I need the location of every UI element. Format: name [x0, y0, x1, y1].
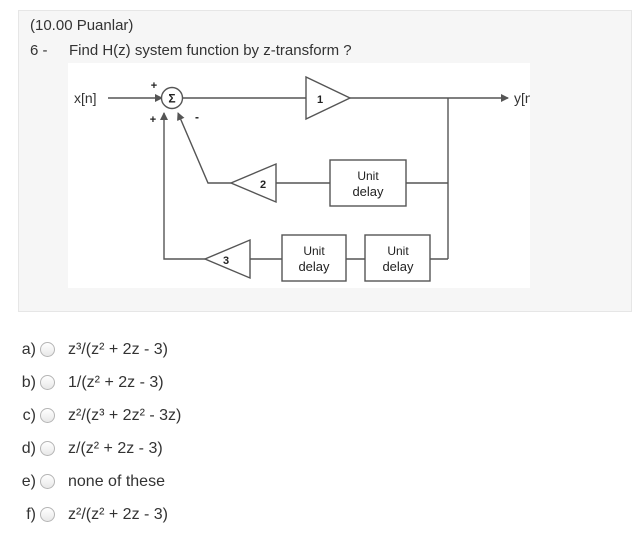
output-label: y[n] [514, 90, 530, 106]
choice-label[interactable]: z²/(z² + 2z - 3) [68, 506, 169, 523]
summing-junction [160, 86, 184, 110]
choice-label[interactable]: none of these [68, 473, 165, 490]
unit-delay-bottom-left [281, 234, 347, 282]
choice-d[interactable]: d) z/(z² + 2z - 3) [0, 435, 632, 463]
gain3-feedback [160, 112, 205, 260]
block-diagram: Σ + + - 1 2 3 Unit delay Unit delay Unit [68, 63, 530, 288]
choice-label[interactable]: z³/(z² + 2z - 3) [68, 341, 169, 358]
gain-middle-triangle [229, 162, 277, 204]
choice-c[interactable]: c) z²/(z³ + 2z² - 3z) [0, 402, 632, 430]
sign-right: - [195, 110, 199, 124]
sign-left: + [150, 114, 156, 126]
choice-b[interactable]: b) 1/(z² + 2z - 3) [0, 369, 632, 397]
choice-label[interactable]: 1/(z² + 2z - 3) [68, 374, 164, 391]
unit-delay-br-line2: delay [382, 259, 414, 274]
radio-button[interactable] [40, 507, 55, 522]
question-points: (10.00 Puanlar) [30, 17, 134, 34]
unit-delay-top-line2: delay [352, 184, 384, 199]
choice-letter: f) [26, 506, 36, 523]
gain-forward-triangle [305, 75, 352, 121]
choice-label[interactable]: z²/(z³ + 2z² - 3z) [68, 407, 182, 424]
choice-a[interactable]: a) z³/(z² + 2z - 3) [0, 336, 632, 364]
unit-delay-bl-line2: delay [298, 259, 330, 274]
choice-letter: b) [21, 374, 36, 391]
gain-bottom-label: 3 [223, 255, 229, 267]
choice-letter: c) [22, 407, 36, 424]
gain-middle-label: 2 [260, 179, 266, 191]
signal-lines [108, 94, 509, 260]
choice-e[interactable]: e) none of these [0, 468, 632, 496]
gain-bottom-triangle [203, 238, 251, 280]
radio-button[interactable] [40, 408, 55, 423]
choice-label[interactable]: z/(z² + 2z - 3) [68, 440, 163, 457]
block-diagram-svg: Σ + + - 1 2 3 Unit delay Unit delay Unit [74, 75, 530, 282]
choice-letter: d) [21, 440, 36, 457]
choice-letter: e) [21, 473, 36, 490]
radio-button[interactable] [40, 474, 55, 489]
unit-delay-bottom-right [364, 234, 431, 282]
sign-top: + [151, 80, 157, 92]
unit-delay-top [329, 159, 407, 207]
choice-f[interactable]: f) z²/(z² + 2z - 3) [0, 501, 632, 529]
input-label: x[n] [74, 90, 97, 106]
radio-button[interactable] [40, 375, 55, 390]
radio-button[interactable] [40, 342, 55, 357]
unit-delay-br-line1: Unit [387, 244, 409, 258]
unit-delay-top-line1: Unit [357, 169, 379, 183]
question-number: 6 - [30, 42, 48, 59]
gain-forward-label: 1 [317, 94, 323, 106]
unit-delay-bl-line1: Unit [303, 244, 325, 258]
sum-symbol: Σ [168, 92, 175, 106]
gain2-feedback [177, 112, 231, 184]
question-text: Find H(z) system function by z-transform… [69, 42, 352, 59]
choice-letter: a) [21, 341, 36, 358]
radio-button[interactable] [40, 441, 55, 456]
question-box: (10.00 Puanlar) 6 - Find H(z) system fun… [18, 10, 632, 312]
